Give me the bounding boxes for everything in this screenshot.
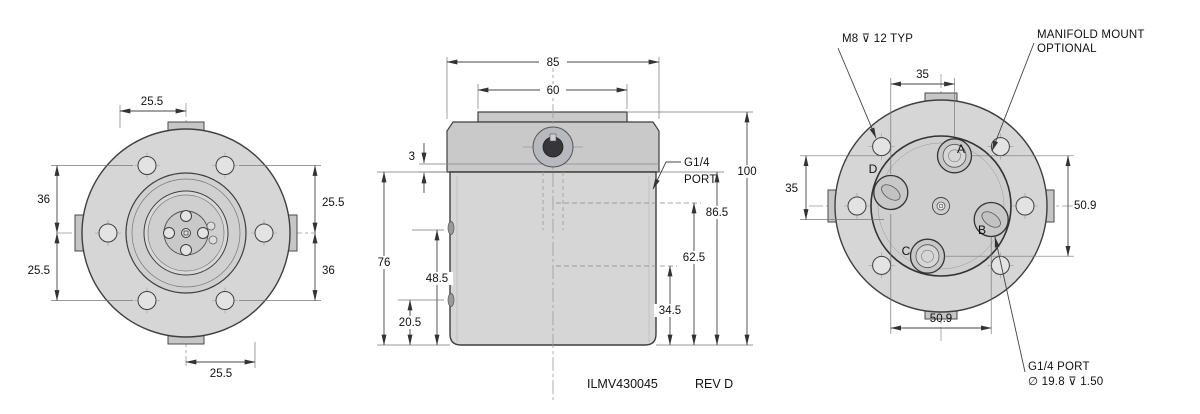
center-view-dimensions: 85 60 3 76 48.5 bbox=[370, 56, 762, 346]
dim-top: 35 bbox=[916, 69, 929, 81]
dim-left: 35 bbox=[785, 183, 798, 195]
dim-port2-height: 20.5 bbox=[399, 317, 421, 329]
port-c bbox=[909, 238, 946, 274]
side-port-upper bbox=[447, 221, 455, 235]
revision: REV D bbox=[695, 377, 733, 391]
right-view-dimensions: 35 35 50.9 50.9 bbox=[785, 69, 1096, 334]
g14-port-label-line1: G1/4 bbox=[684, 157, 710, 169]
port-a-label: A bbox=[957, 142, 965, 156]
dim-body-height: 76 bbox=[378, 257, 391, 269]
manifold-mount-callout-line1: MANIFOLD MOUNT bbox=[1037, 29, 1145, 41]
port-hole bbox=[180, 210, 192, 222]
dim-overall-height: 100 bbox=[737, 166, 756, 178]
port-b bbox=[973, 201, 1009, 238]
g14-port-label-line2: PORT bbox=[684, 174, 717, 186]
part-number: ILMV430045 bbox=[587, 377, 658, 391]
port-hole bbox=[180, 244, 192, 256]
port-b-label: B bbox=[978, 223, 986, 237]
detail-hole bbox=[206, 221, 216, 231]
port-d-label: D bbox=[869, 162, 878, 176]
dim-step: 3 bbox=[409, 151, 415, 163]
g14-port-callout: G1/4 PORT bbox=[652, 157, 717, 190]
m8-callout: M8 ⊽ 12 TYP bbox=[842, 33, 913, 45]
detail-hole bbox=[208, 235, 218, 245]
dim-right: 50.9 bbox=[1074, 200, 1096, 212]
dim-left-lower: 25.5 bbox=[28, 265, 50, 277]
dim-bottom: 50.9 bbox=[930, 313, 952, 325]
top-boss bbox=[477, 111, 628, 123]
dim-height-1: 86.5 bbox=[706, 207, 728, 219]
title-block: ILMV430045 REV D bbox=[587, 377, 733, 391]
center-key bbox=[183, 230, 189, 236]
g14-port-callout-line1: G1/4 PORT bbox=[1028, 361, 1090, 373]
port-a bbox=[936, 138, 973, 174]
center-hole bbox=[181, 228, 191, 238]
manifold-face-view: A B C D 35 35 50.9 50.9 bbox=[785, 29, 1144, 388]
dim-right-lower: 36 bbox=[322, 265, 335, 277]
right-view-callouts: M8 ⊽ 12 TYP MANIFOLD MOUNT OPTIONAL G1/4… bbox=[837, 29, 1145, 388]
left-view-dimensions: 25.5 36 25.5 25.5 36 25.5 bbox=[28, 96, 345, 380]
port-c-label: C bbox=[902, 244, 911, 258]
g14-port-callout-line2: ∅ 19.8 ⊽ 1.50 bbox=[1028, 376, 1103, 388]
dim-height-3: 34.5 bbox=[659, 305, 681, 317]
port-d bbox=[873, 174, 909, 211]
manifold-mount-callout-line2: OPTIONAL bbox=[1037, 43, 1097, 55]
dim-left-upper: 36 bbox=[37, 194, 50, 206]
dim-height-2: 62.5 bbox=[683, 252, 705, 264]
dim-port1-height: 48.5 bbox=[426, 273, 448, 285]
port-hole bbox=[163, 227, 175, 239]
body-side-view: 85 60 3 76 48.5 bbox=[370, 56, 762, 400]
side-port-lower bbox=[447, 293, 455, 307]
dim-top: 25.5 bbox=[141, 96, 163, 108]
dim-right-upper: 25.5 bbox=[322, 197, 344, 209]
dim-overall-width: 85 bbox=[547, 57, 560, 69]
dim-boss-width: 60 bbox=[547, 85, 560, 97]
keyway bbox=[549, 133, 557, 142]
flange-front-view: 25.5 36 25.5 25.5 36 25.5 bbox=[28, 96, 345, 380]
valve-body bbox=[449, 171, 657, 346]
dim-bottom: 25.5 bbox=[210, 368, 232, 380]
port-hole bbox=[197, 227, 209, 239]
